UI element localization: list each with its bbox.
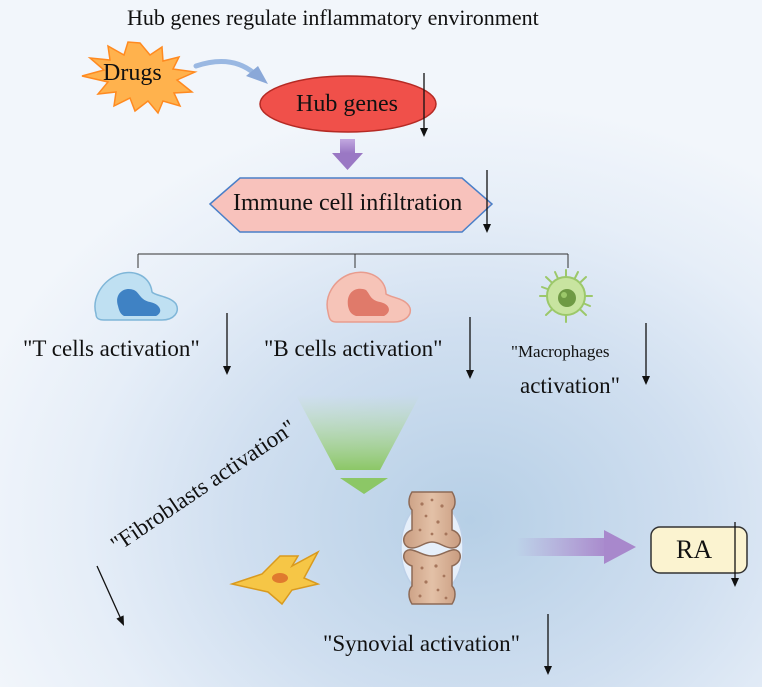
macrophages-down-arrow <box>642 323 650 385</box>
diagram-title: Hub genes regulate inflammatory environm… <box>127 5 539 30</box>
drugs-starburst <box>81 41 198 115</box>
macrophages-label-line2: activation" <box>520 373 621 398</box>
t-cell-icon <box>94 271 178 321</box>
hub-genes-ellipse <box>259 75 437 133</box>
t-cells-label: "T cells activation" <box>23 336 200 361</box>
synovial-down-arrow <box>544 614 552 675</box>
drugs-label: Drugs <box>103 60 162 86</box>
hub-genes-label: Hub genes <box>296 91 398 117</box>
synovial-label: "Synovial activation" <box>323 631 520 656</box>
hub-genes-down-arrow <box>420 73 428 137</box>
fibroblasts-down-arrow <box>96 565 124 626</box>
b-cell-icon <box>326 271 412 323</box>
b-cells-down-arrow <box>466 317 474 379</box>
drugs-to-hub-arrow <box>193 59 268 84</box>
fibroblast-icon <box>229 550 321 606</box>
joint-to-ra-arrow <box>516 530 636 564</box>
joint-icon <box>400 491 464 605</box>
hub-to-immune-arrow <box>332 139 363 170</box>
macrophages-label-line1: "Macrophages <box>511 342 610 361</box>
immune-infiltration-hexagon <box>208 177 494 233</box>
ra-box <box>650 526 748 574</box>
immune-down-arrow <box>483 170 491 233</box>
down-arrows <box>96 73 739 675</box>
immune-cell-bracket <box>137 253 569 268</box>
cells-to-joint-arrow <box>296 395 420 494</box>
b-cells-label: "B cells activation" <box>264 336 443 361</box>
ra-label: RA <box>676 535 713 564</box>
macrophage-icon <box>539 269 593 323</box>
t-cells-down-arrow <box>223 313 231 375</box>
ra-down-arrow <box>731 522 739 587</box>
immune-infiltration-label: Immune cell infiltration <box>233 190 463 216</box>
